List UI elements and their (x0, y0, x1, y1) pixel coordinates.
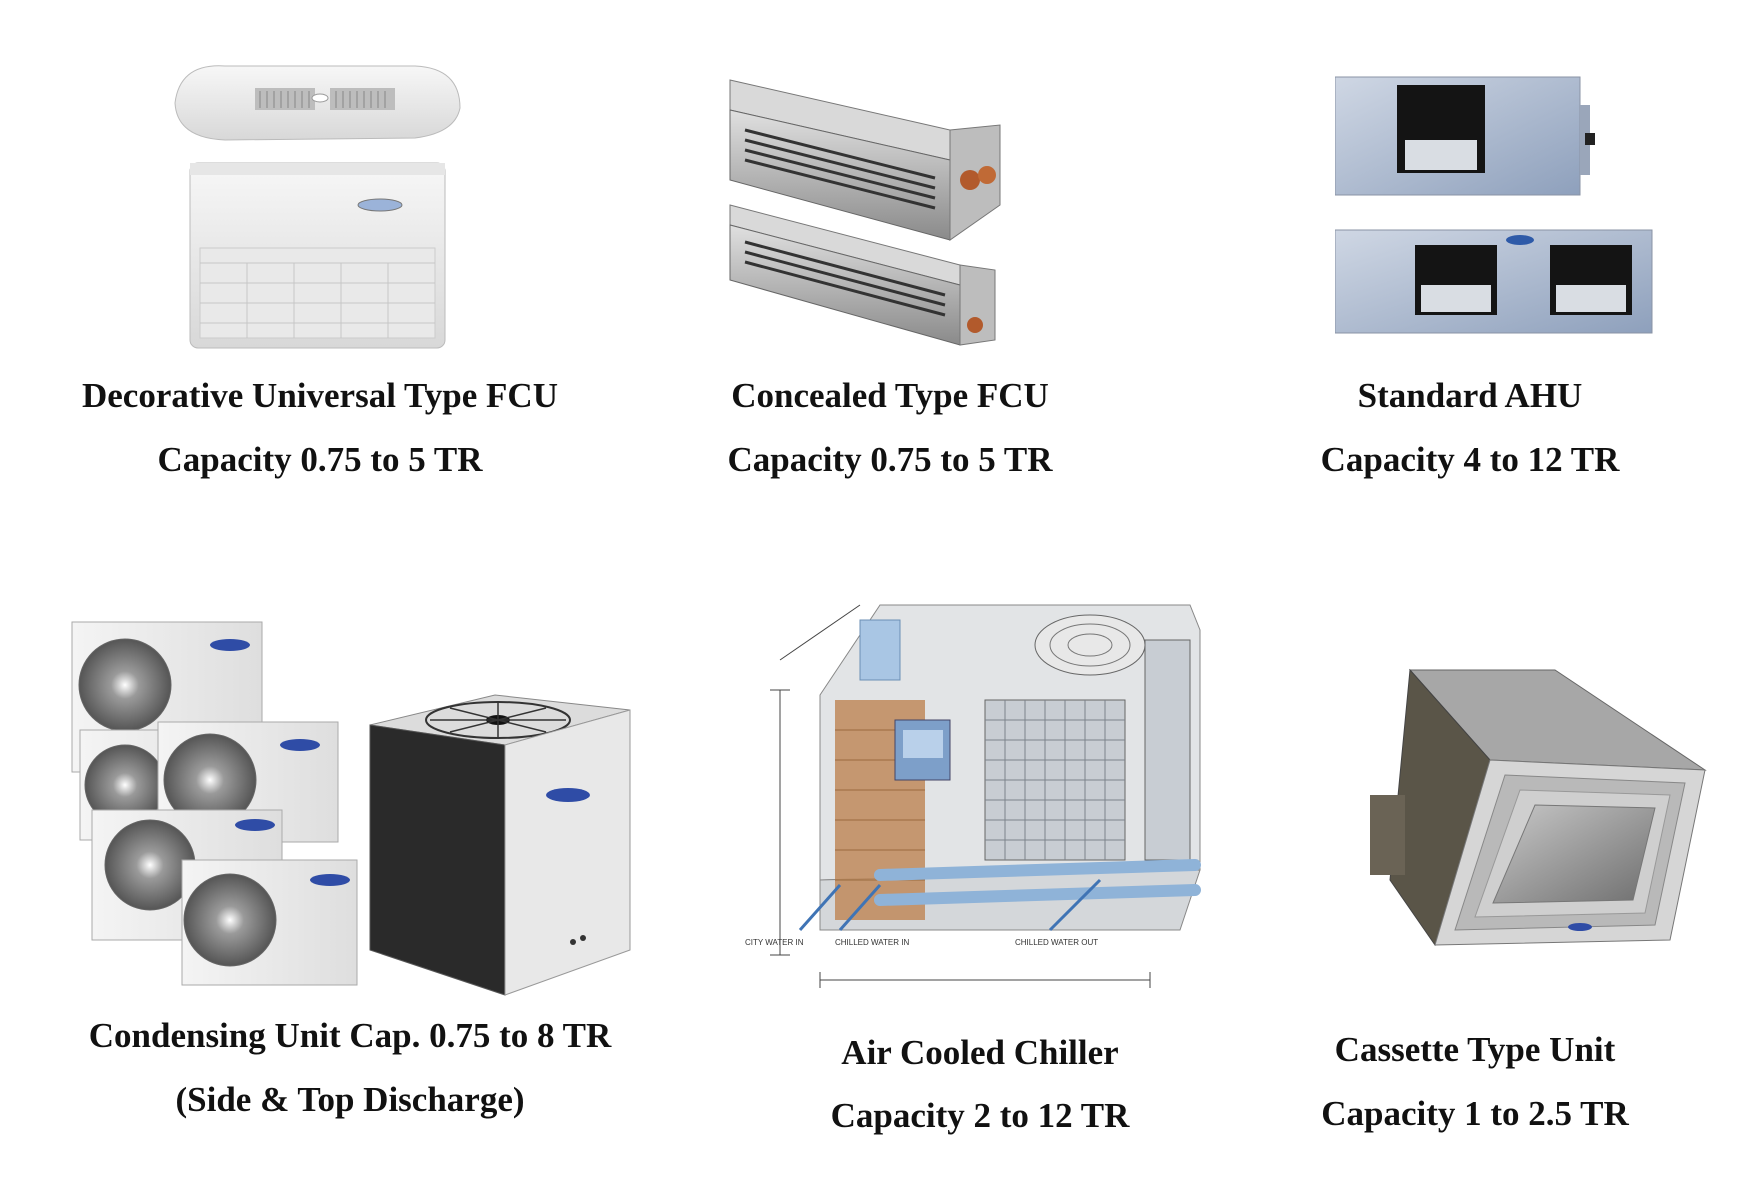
product-title-4: Condensing Unit Cap. 0.75 to 8 TR (88, 1016, 612, 1055)
decorative-fcu-image (165, 58, 475, 358)
product-capacity-1: Capacity 0.75 to 5 TR (157, 440, 483, 479)
product-title-3: Standard AHU (1357, 376, 1583, 415)
chiller-label-city-water-in: CITY WATER IN (745, 938, 804, 947)
concealed-fcu-image (725, 70, 1045, 350)
chiller-label-chilled-water-out: CHILLED WATER OUT (1015, 938, 1098, 947)
chiller-label-chilled-water-in: CHILLED WATER IN (835, 938, 909, 947)
product-capacity-3: Capacity 4 to 12 TR (1320, 440, 1620, 479)
product-title-6: Cassette Type Unit (1334, 1030, 1616, 1069)
product-capacity-2: Capacity 0.75 to 5 TR (727, 440, 1053, 479)
product-title-1: Decorative Universal Type FCU (82, 376, 558, 415)
condensing-unit-image (70, 620, 640, 1000)
product-title-5: Air Cooled Chiller (841, 1033, 1119, 1072)
product-capacity-4: (Side & Top Discharge) (175, 1080, 525, 1119)
standard-ahu-image (1335, 75, 1655, 335)
product-capacity-6: Capacity 1 to 2.5 TR (1321, 1094, 1629, 1133)
product-capacity-5: Capacity 2 to 12 TR (830, 1096, 1130, 1135)
product-title-2: Concealed Type FCU (731, 376, 1049, 415)
air-cooled-chiller-image: CITY WATER IN CHILLED WATER IN CHILLED W… (740, 600, 1210, 990)
cassette-unit-image (1365, 665, 1710, 955)
